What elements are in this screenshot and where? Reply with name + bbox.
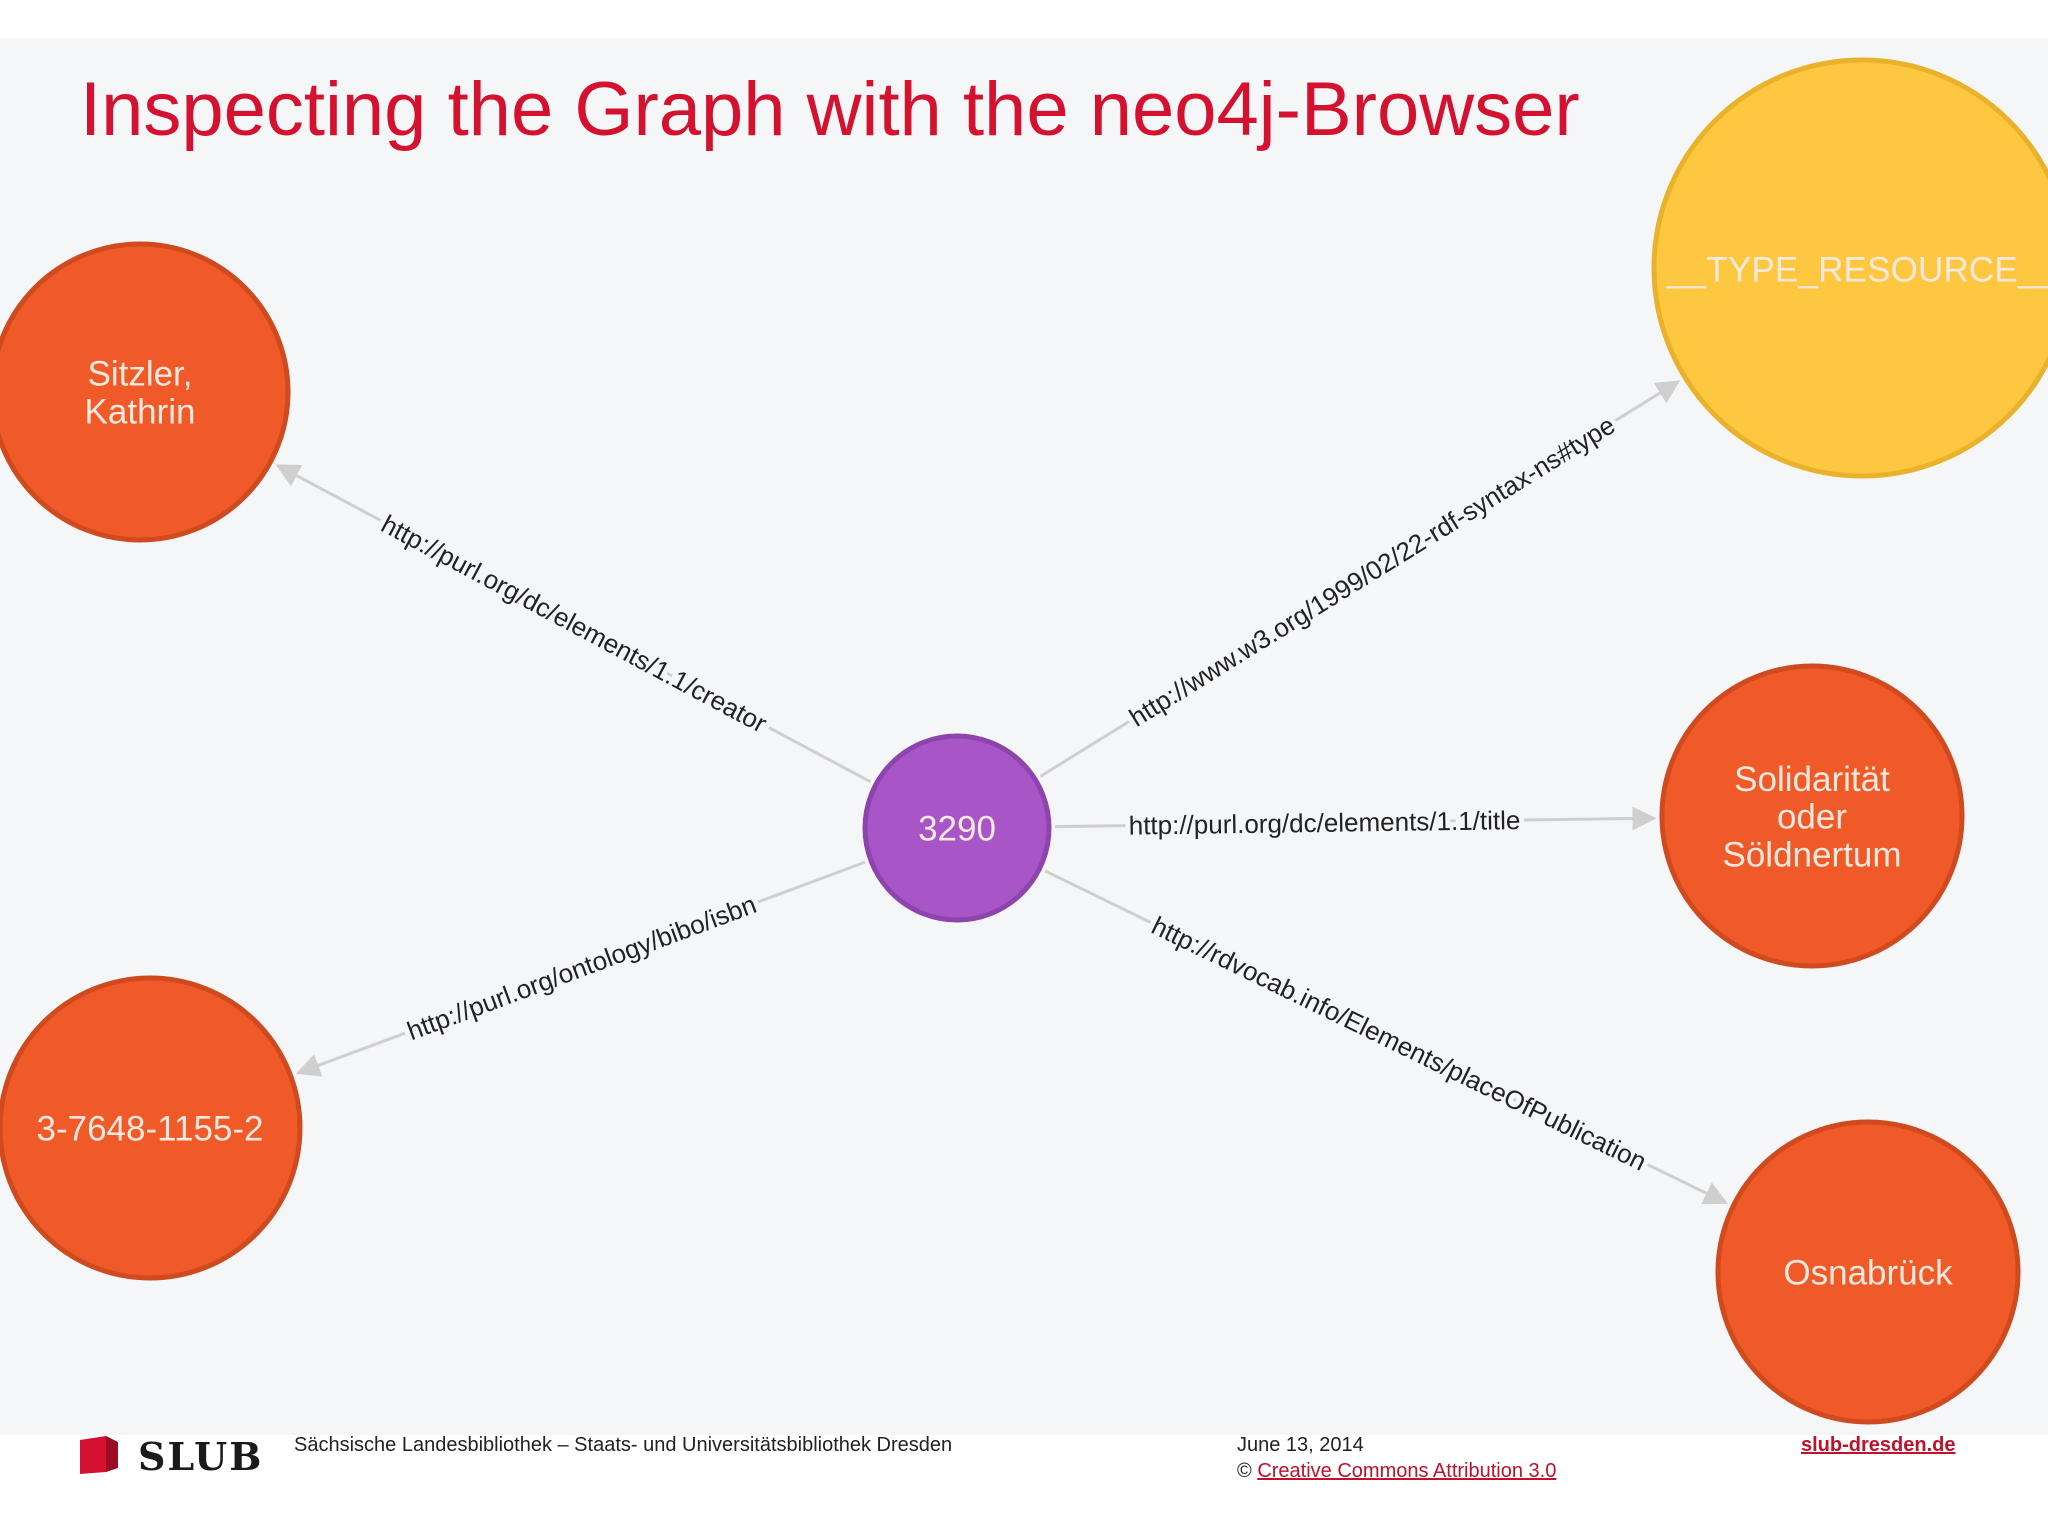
- slide-title: Inspecting the Graph with the neo4j-Brow…: [80, 67, 1580, 152]
- node-label-place: Osnabrück: [1783, 1254, 1953, 1293]
- node-circle-center[interactable]: [862, 733, 1052, 923]
- node-label-creator: Kathrin: [85, 393, 196, 432]
- node-circle-isbn[interactable]: [0, 975, 303, 1281]
- node-place[interactable]: Osnabrück: [1715, 1119, 2021, 1425]
- node-isbn[interactable]: 3-7648-1155-2: [0, 975, 303, 1281]
- copyright-symbol: ©: [1237, 1460, 1252, 1482]
- node-label-title: Söldnertum: [1723, 835, 1902, 874]
- edge-label-place: http://rdvocab.info/Elements/placeOfPubl…: [1147, 910, 1651, 1176]
- edge-label-title: http://purl.org/dc/elements/1.1/title: [1129, 805, 1521, 840]
- node-type[interactable]: __TYPE_RESOURCE__: [1651, 57, 2048, 479]
- node-label-title: Solidarität: [1734, 760, 1890, 799]
- edge-creator[interactable]: [275, 464, 872, 784]
- footer-license-line: © Creative Commons Attribution 3.0: [1237, 1460, 1556, 1483]
- edge-label-isbn: http://purl.org/ontology/bibo/isbn: [403, 889, 760, 1046]
- footer-date: June 13, 2014: [1237, 1434, 1364, 1456]
- slub-logo-icon: [80, 1436, 118, 1474]
- node-circle-place[interactable]: [1715, 1119, 2021, 1425]
- node-label-center: 3290: [918, 810, 996, 849]
- node-circle-title[interactable]: [1659, 663, 1965, 969]
- slub-logo-text: SLUB: [138, 1434, 264, 1479]
- node-center[interactable]: 3290: [862, 733, 1052, 923]
- node-label-title: oder: [1777, 798, 1847, 837]
- node-label-type: __TYPE_RESOURCE__: [1666, 250, 2048, 289]
- edge-title[interactable]: [1054, 806, 1657, 831]
- website-link[interactable]: slub-dresden.de: [1801, 1434, 1956, 1456]
- footer-institution: Sächsische Landesbibliothek – Staats- un…: [294, 1434, 953, 1456]
- nodes-layer: 3290 Sitzler,Kathrin __TYPE_RESOURCE__ Soli…: [0, 57, 2048, 1425]
- license-link[interactable]: Creative Commons Attribution 3.0: [1257, 1460, 1557, 1482]
- edge-type[interactable]: [1039, 380, 1681, 778]
- node-circle-creator[interactable]: [0, 241, 291, 543]
- edge-isbn[interactable]: [295, 860, 866, 1077]
- node-circle-type[interactable]: [1651, 57, 2048, 479]
- footer: [0, 1435, 2048, 1536]
- edge-place[interactable]: [1044, 869, 1729, 1205]
- edge-label-type: http://www.w3.org/1999/02/22-rdf-syntax-…: [1124, 410, 1620, 733]
- node-label-isbn: 3-7648-1155-2: [36, 1110, 263, 1149]
- edge-label-creator: http://purl.org/dc/elements/1.1/creator: [376, 509, 772, 739]
- node-creator[interactable]: Sitzler,Kathrin: [0, 241, 291, 543]
- node-label-creator: Sitzler,: [87, 355, 192, 394]
